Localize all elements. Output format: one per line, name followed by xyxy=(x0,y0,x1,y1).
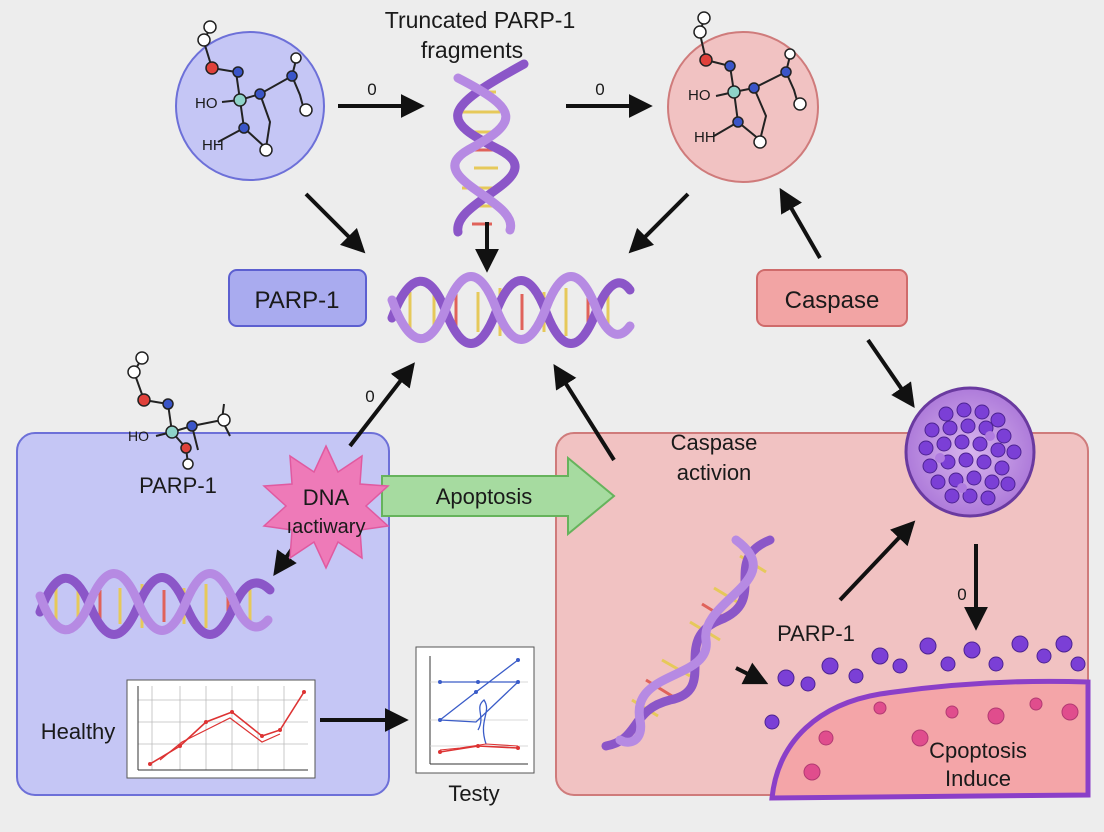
caspase-activation-line2: activion xyxy=(677,460,752,485)
apoptosis-arrow-label: Apoptosis xyxy=(436,484,533,509)
caspase-box xyxy=(756,269,908,327)
dna-helix-left-panel xyxy=(35,569,275,639)
cpoptosis-label-line2: Induce xyxy=(945,766,1011,791)
testy-label: Testy xyxy=(448,781,499,806)
healthy-graph xyxy=(126,679,316,779)
molecule-2-atoms xyxy=(693,11,807,149)
arrow-label-zero-2: 0 xyxy=(595,80,604,99)
atom-label-hh-2: HH xyxy=(694,129,716,146)
atom-label-hh-1: HH xyxy=(202,137,224,154)
dna-burst-label-line1: DNA xyxy=(303,485,350,510)
truncated-title-line2: fragments xyxy=(421,37,523,63)
healthy-label: Healthy xyxy=(41,719,116,744)
cell-sphere xyxy=(904,386,1036,518)
caspase-box-label: Caspase xyxy=(785,287,880,314)
parp-1-right-label: PARP-1 xyxy=(777,621,855,646)
dna-helix-center xyxy=(387,272,635,348)
molecule-circle-pink xyxy=(667,31,819,183)
cell-membrane xyxy=(764,635,1091,801)
apoptosis-arrow xyxy=(381,455,616,537)
dna-helix-top xyxy=(450,59,529,237)
testy-graph xyxy=(415,646,535,774)
dna-burst-label-line2: ıactiwary xyxy=(287,516,366,538)
atom-label-ho-2: HO xyxy=(688,87,711,104)
arrow-label-zero-4: 0 xyxy=(957,585,966,604)
parp-1-box xyxy=(228,269,367,327)
parp-1-left-label: PARP-1 xyxy=(139,473,217,498)
truncated-title-line1: Truncated PARP-1 xyxy=(385,7,575,33)
arrow-label-zero-1: 0 xyxy=(367,80,376,99)
arrow-label-zero-3: 0 xyxy=(365,387,374,406)
molecule-3-atoms xyxy=(127,351,231,470)
dna-damage-burst xyxy=(262,444,390,570)
arrows xyxy=(273,94,988,732)
atom-label-ho-3: HO xyxy=(128,428,149,444)
cpoptosis-label-line1: Cpoptosis xyxy=(929,738,1027,763)
dna-helix-right-panel xyxy=(601,535,775,751)
parp-1-box-label: PARP-1 xyxy=(255,287,340,314)
atom-label-ho-1: HO xyxy=(195,95,218,112)
caspase-activation-line1: Caspase xyxy=(671,430,758,455)
molecule-1-atoms xyxy=(197,20,313,157)
